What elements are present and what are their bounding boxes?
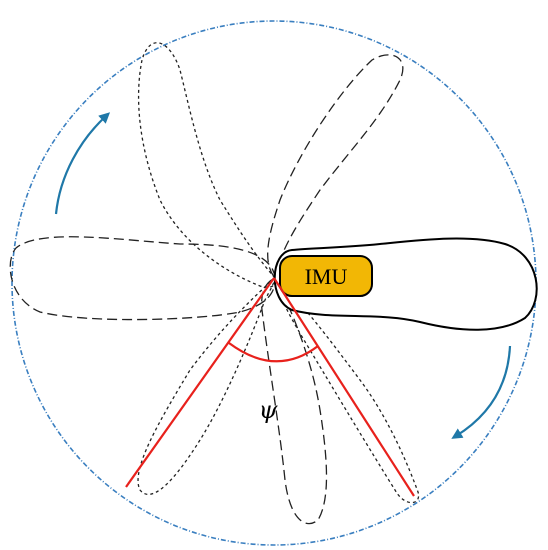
angle-label: ψ <box>259 396 279 424</box>
angle-arc <box>228 342 319 363</box>
rotation-bottom-icon <box>451 345 512 439</box>
ghost-foot-lower-right <box>273 276 420 504</box>
ghost-foot-left <box>9 236 276 321</box>
rotation-top-icon <box>54 112 111 215</box>
ghost-foot-lower-left <box>137 276 276 496</box>
imu-label: IMU <box>305 264 348 289</box>
angle-line-left <box>125 277 275 488</box>
imu-sensor <box>279 255 373 297</box>
ghost-foot-lower-center <box>260 277 328 525</box>
ghost-foot-outlines <box>9 42 420 525</box>
ghost-foot-upper-left <box>137 42 277 288</box>
angle-lines <box>125 277 415 497</box>
angle-line-right <box>273 277 415 497</box>
ghost-foot-upper-right <box>267 54 404 280</box>
